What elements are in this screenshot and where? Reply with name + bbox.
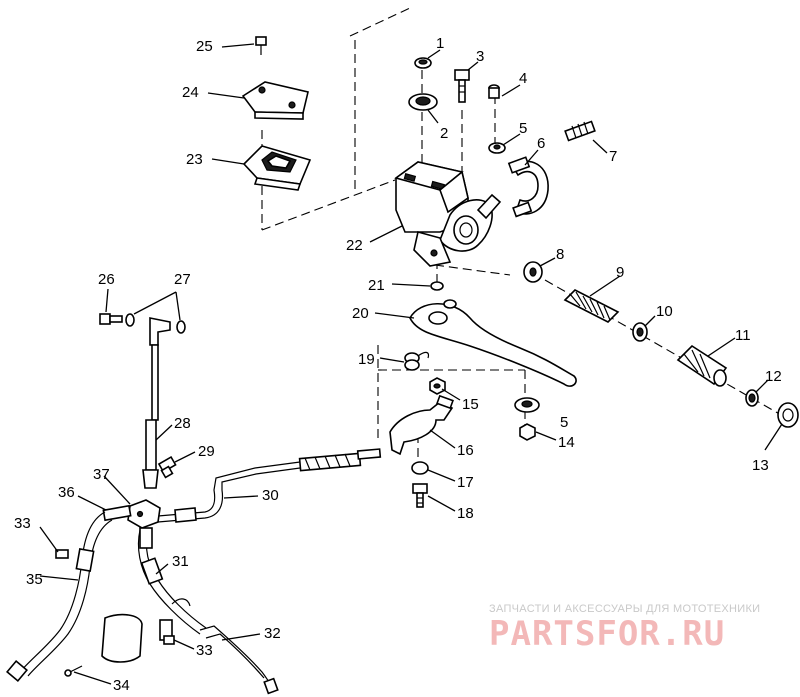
callout-37: 37 [93,466,110,483]
callout-19: 19 [358,351,375,368]
callout-28: 28 [174,415,191,432]
callout-21: 21 [368,277,385,294]
part-4-pin [488,84,500,99]
callout-24: 24 [182,84,199,101]
callout-13: 13 [752,457,769,474]
part-10-seal-ring [632,322,648,342]
callout-17: 17 [457,474,474,491]
watermark-logo: PARTSFOR.RU [489,614,726,654]
part-28-upper-brake-hose [142,317,171,489]
callout-25: 25 [196,38,213,55]
part-1-cap [414,57,432,69]
part-15-nut [429,377,446,395]
part-5-washer-lower [514,397,540,413]
callout-32: 32 [264,625,281,642]
part-37-junction-block [127,499,161,529]
part-31-right-brake-hose [137,527,207,635]
callout-30: 30 [262,487,279,504]
callout-7: 7 [609,148,617,165]
part-11-piston [676,344,728,387]
part-24-reservoir-cover [241,81,309,120]
callout-2: 2 [440,125,448,142]
part-6-clamp [507,156,549,218]
callout-29: 29 [198,443,215,460]
callout-5-lower: 5 [560,414,568,431]
part-33-clip-right [163,635,175,645]
callout-18: 18 [457,505,474,522]
callout-8: 8 [556,246,564,263]
callout-5-upper: 5 [519,120,527,137]
part-25-screw [255,36,267,55]
callout-34: 34 [113,677,130,694]
callout-10: 10 [656,303,673,320]
callout-20: 20 [352,305,369,322]
callout-11: 11 [735,327,751,344]
part-26-banjo-bolt [99,313,123,325]
part-14-nut [519,423,536,441]
callout-33-right: 33 [196,642,213,659]
callout-16: 16 [457,442,474,459]
callout-12: 12 [765,368,782,385]
callout-36: 36 [58,484,75,501]
callout-9: 9 [616,264,624,281]
part-36-fitting [102,504,132,522]
part-27-crush-washers [125,313,186,334]
callout-31: 31 [172,553,189,570]
callout-35: 35 [26,571,43,588]
part-16-switch-bracket [389,394,454,456]
part-32-caliper-line [159,598,279,695]
watermark-tagline: ЗАПЧАСТИ И АКСЕССУАРЫ ДЛЯ МОТОТЕХНИКИ [489,603,761,615]
part-21-bushing [430,281,444,291]
callout-6: 6 [537,135,545,152]
callout-4: 4 [519,70,527,87]
callout-1: 1 [436,35,444,52]
callout-22: 22 [346,237,363,254]
part-8-washer [523,261,543,283]
callout-14: 14 [558,434,575,451]
part-18-bolt [412,483,428,508]
callout-33-left: 33 [14,515,31,532]
part-17-washer [411,461,429,475]
callout-23: 23 [186,151,203,168]
part-35-left-brake-hose [6,511,113,682]
callout-27: 27 [174,271,191,288]
callout-15: 15 [462,396,479,413]
callout-leader-lines [39,43,783,685]
part-20-brake-lever [409,299,577,387]
part-7-screw [564,120,596,142]
part-23-diaphragm [242,145,312,191]
part-34-shield-and-screw [64,613,143,677]
part-19-spring [404,351,430,371]
callout-26: 26 [98,271,115,288]
part-2-seal [408,93,438,111]
part-30-brake-line [157,448,382,523]
part-13-boot [777,402,799,428]
callout-3: 3 [476,48,484,65]
part-33-clip-left [55,549,69,559]
part-3-bolt [454,69,470,103]
part-29-bleeder [157,455,177,479]
part-22-master-cylinder [394,161,502,267]
callout-labels: 1 2 3 4 5 5 6 7 8 9 10 11 12 13 14 15 16… [14,35,782,694]
part-5-washer-upper [488,142,506,154]
part-12-clip [745,389,759,407]
part-9-spring [563,289,620,323]
